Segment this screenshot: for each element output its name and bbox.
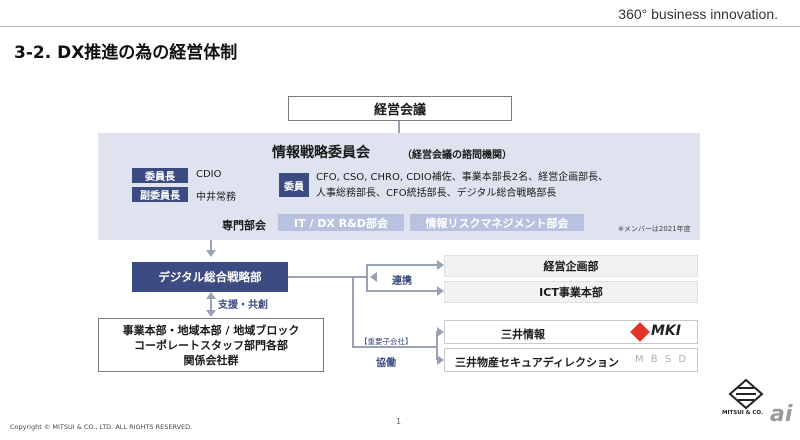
collab-lower-arrow [437, 286, 444, 296]
mki-logo-icon [630, 322, 650, 342]
board-connector [398, 121, 400, 133]
support-down-arrow [206, 310, 216, 317]
key-subsidiaries-label: 【重要子会社】 [360, 337, 413, 346]
planning-dept-box: 経営企画部 [444, 255, 698, 277]
dept-info-risk: 情報リスクマネジメント部会 [410, 214, 584, 231]
digital-strategy-dept: デジタル総合戦略部 [132, 262, 288, 292]
collab-lower [366, 290, 438, 292]
copyright: Copyright © MITSUI & CO., LTD. ALL RIGHT… [10, 423, 193, 431]
business-units-line-3: 関係会社群 [183, 353, 239, 367]
members-line-2: 人事総務部長、CFO統括部長、デジタル総合戦略部長 [316, 188, 557, 199]
business-units-box: 事業本部・地域本部 / 地域ブロック コーポレートスタッフ部門各部 関係会社群 [98, 318, 324, 372]
mki-name: 三井情報 [501, 328, 545, 341]
committee-title: 情報戦略委員会 [272, 145, 370, 161]
collab-upper-arrow [437, 260, 444, 270]
mbsd-name: 三井物産セキュアディレクション [455, 356, 620, 369]
chair-label: 委員長 [132, 168, 188, 183]
chair-value: CDIO [196, 169, 222, 180]
mitsui-logo-text: MITSUI & CO. [722, 410, 764, 416]
coop-branch [436, 331, 438, 360]
coop-horizontal [352, 346, 436, 348]
mbsd-logo: M B S D [635, 354, 689, 365]
committee-down-connector [210, 240, 212, 250]
business-units-line-2: コーポレートスタッフ部門各部 [134, 338, 288, 352]
vice-chair-label: 副委員長 [132, 187, 188, 202]
mki-logo-text: MKI [651, 323, 681, 339]
mki-box: 三井情報 MKI [444, 320, 698, 344]
page-number: 1 [396, 417, 402, 426]
slide-title: 3-2. DX推進の為の経営体制 [14, 43, 238, 63]
members-line-1: CFO, CSO, CHRO, CDIO補佐、事業本部長2名、経営企画部長、 [316, 172, 609, 183]
committee-subtitle: （経営会議の諮問機関） [402, 150, 512, 161]
mitsui-logo-icon [726, 378, 766, 410]
members-note: ※メンバーは2021年度 [618, 225, 691, 233]
members-label: 委員 [279, 173, 309, 197]
vice-chair-value: 中井常務 [196, 192, 236, 203]
tagline: 360° business innovation. [618, 6, 778, 22]
support-label: 支援・共創 [218, 300, 268, 311]
collab-label: 連携 [392, 276, 412, 287]
header-divider [0, 26, 800, 27]
mbsd-box: 三井物産セキュアディレクション M B S D [444, 348, 698, 372]
ict-division-box: ICT事業本部 [444, 281, 698, 303]
dept-it-dx: IT / DX R&D部会 [278, 214, 404, 231]
collab-horizontal [288, 276, 366, 278]
coop-vertical [352, 277, 354, 347]
collab-back-arrow [370, 272, 377, 282]
cooperation-label: 協働 [376, 358, 396, 369]
support-connector [210, 299, 212, 311]
board-box: 経営会議 [288, 96, 512, 121]
collab-vertical [366, 264, 368, 292]
dept-label: 専門部会 [222, 219, 266, 232]
coop-lower-arrow [437, 355, 444, 365]
committee-down-arrow [206, 250, 216, 257]
business-units-line-1: 事業本部・地域本部 / 地域ブロック [122, 323, 300, 337]
support-up-arrow [206, 292, 216, 299]
ai-watermark: ai [770, 402, 793, 427]
coop-upper-arrow [437, 327, 444, 337]
collab-upper [366, 264, 438, 266]
